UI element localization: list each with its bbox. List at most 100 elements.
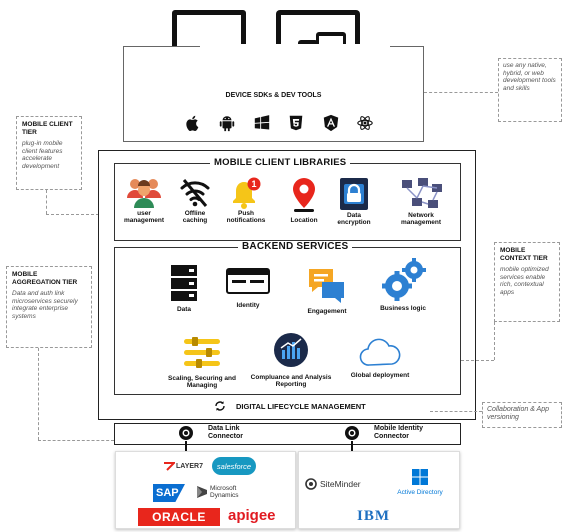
context-tier-connector-v (494, 322, 495, 360)
lock-icon (340, 178, 368, 210)
context-tier-title: MOBILE CONTEXT TIER (500, 247, 548, 262)
engagement-service-label: Engagement (307, 308, 347, 315)
business-logic-item: Business logic (368, 256, 438, 312)
salesforce-text: salesforce (216, 461, 252, 471)
apigee-text: apigee (228, 507, 276, 524)
scaling-item: Scaling, Securing and Managing (166, 335, 238, 389)
gears-icon (382, 258, 426, 301)
map-pin-icon (293, 178, 315, 212)
context-tier-connector-h (461, 360, 494, 361)
dev-tools-note: use any native, hybrid, or web developme… (498, 58, 562, 122)
identity-service-label: Identity (236, 302, 260, 309)
global-deployment-item: Global deployment (342, 338, 418, 379)
database-icon (171, 265, 197, 301)
collaboration-text: Collaboration & App versioning (487, 406, 550, 421)
offline-caching-item: Offline caching (172, 176, 218, 224)
user-management-label: user management (123, 210, 165, 224)
lifecycle-label: DIGITAL LIFECYCLE MANAGEMENT (236, 401, 366, 411)
chat-bubbles-icon (309, 269, 344, 303)
business-logic-label: Business logic (380, 305, 426, 312)
engagement-service-item: Engagement (296, 266, 358, 315)
identity-connector: Mobile Identity Connector (344, 425, 446, 441)
windows-logo-icon (412, 469, 428, 485)
layer7-logo: LAYER7 (163, 461, 203, 471)
compliance-label: Compluance and Analysis Reporting (250, 374, 332, 388)
sap-text: SAP (156, 487, 179, 499)
active-directory-logo: Active Directory (385, 468, 455, 496)
context-tier-note: MOBILE CONTEXT TIER mobile optimized ser… (494, 242, 560, 322)
html5-icon (289, 115, 303, 131)
layer7-mark-icon (164, 462, 175, 471)
user-management-item: user management (116, 176, 172, 224)
client-tier-connector-h (46, 214, 114, 215)
client-tier-text: plug-in mobile client features accelerat… (22, 140, 63, 170)
bell-icon: 1 (233, 177, 261, 209)
data-encryption-label: Data encryption (337, 212, 371, 226)
aggregation-tier-text: Data and auth link microservices securel… (12, 290, 78, 320)
push-badge: 1 (251, 179, 256, 189)
dynamics-mark-icon (197, 486, 207, 498)
aggregation-tier-title: MOBILE AGGREGATION TIER (12, 271, 78, 286)
data-service-item: Data (166, 264, 202, 313)
push-notifications-label: Push notifications (226, 210, 266, 224)
apigee-logo: apigee (228, 507, 276, 524)
location-label: Location (290, 217, 318, 224)
cloud-icon (359, 338, 401, 366)
android-icon (220, 116, 235, 132)
id-card-icon (226, 268, 270, 294)
wifi-off-icon (180, 179, 210, 207)
client-tier-title: MOBILE CLIENT TIER (22, 121, 73, 136)
data-service-label: Data (176, 306, 192, 313)
siteminder-text: SiteMinder (320, 479, 361, 489)
collaboration-note: Collaboration & App versioning (482, 402, 562, 428)
aggregation-connector-h (38, 440, 114, 441)
device-sdks-panel (123, 46, 424, 142)
identity-service-item: Identity (222, 268, 274, 309)
dynamics-text: Microsoft Dynamics (210, 485, 239, 499)
device-sdks-heading: DEVICE SDKs & DEV TOOLS (225, 92, 322, 99)
ibm-text: IBM (357, 508, 390, 524)
scaling-label: Scaling, Securing and Managing (168, 375, 236, 389)
identity-systems-panel: SiteMinder Active Directory IBM (298, 451, 460, 529)
dynamics-logo: Microsoft Dynamics (196, 485, 246, 499)
client-libraries-title: MOBILE CLIENT LIBRARIES (210, 157, 351, 168)
dev-tools-note-text: use any native, hybrid, or web developme… (503, 62, 556, 92)
salesforce-logo: salesforce (212, 457, 256, 475)
client-tier-connector-v (46, 190, 47, 214)
sap-logo: SAP (153, 484, 185, 502)
oracle-logo: ORACLE (138, 508, 220, 526)
refresh-icon (215, 401, 225, 411)
context-tier-text: mobile optimized services enable rich, c… (500, 266, 549, 296)
network-icon (402, 178, 442, 208)
client-libraries-panel (114, 163, 461, 241)
data-link-plug-icon (179, 426, 193, 440)
layer7-text: LAYER7 (176, 462, 203, 470)
device-illustration-overlay (200, 44, 390, 50)
network-management-label: Network management (400, 212, 442, 226)
windows-icon (254, 115, 269, 130)
platform-icons-row (184, 112, 374, 134)
backend-services-title: BACKEND SERVICES (238, 241, 353, 252)
data-link-label: Data Link Connector (208, 425, 243, 440)
connector-bar (114, 423, 461, 445)
offline-caching-label: Offline caching (182, 210, 208, 224)
client-tier-note: MOBILE CLIENT TIER plug-in mobile client… (16, 116, 82, 190)
aggregation-tier-note: MOBILE AGGREGATION TIER Data and auth li… (6, 266, 92, 348)
angular-icon (323, 114, 338, 132)
push-notifications-item: 1 Push notifications (220, 176, 272, 224)
siteminder-logo: SiteMinder (305, 478, 361, 490)
lifecycle-row: DIGITAL LIFECYCLE MANAGEMENT (214, 400, 366, 412)
data-link-connector: Data Link Connector (178, 425, 262, 441)
dev-tools-connector (424, 92, 498, 93)
data-systems-panel: LAYER7 salesforce SAP Microsoft Dynamics… (115, 451, 296, 529)
location-item: Location (282, 176, 326, 224)
identity-plug-icon (345, 426, 359, 440)
identity-wire (351, 441, 353, 451)
compliance-item: Compluance and Analysis Reporting (250, 332, 332, 388)
react-icon (357, 116, 373, 130)
data-encryption-item: Data encryption (328, 176, 380, 226)
siteminder-mark-icon (305, 478, 317, 490)
oracle-text: ORACLE (152, 510, 206, 524)
collaboration-connector (430, 411, 482, 412)
active-directory-text: Active Directory (397, 489, 443, 496)
